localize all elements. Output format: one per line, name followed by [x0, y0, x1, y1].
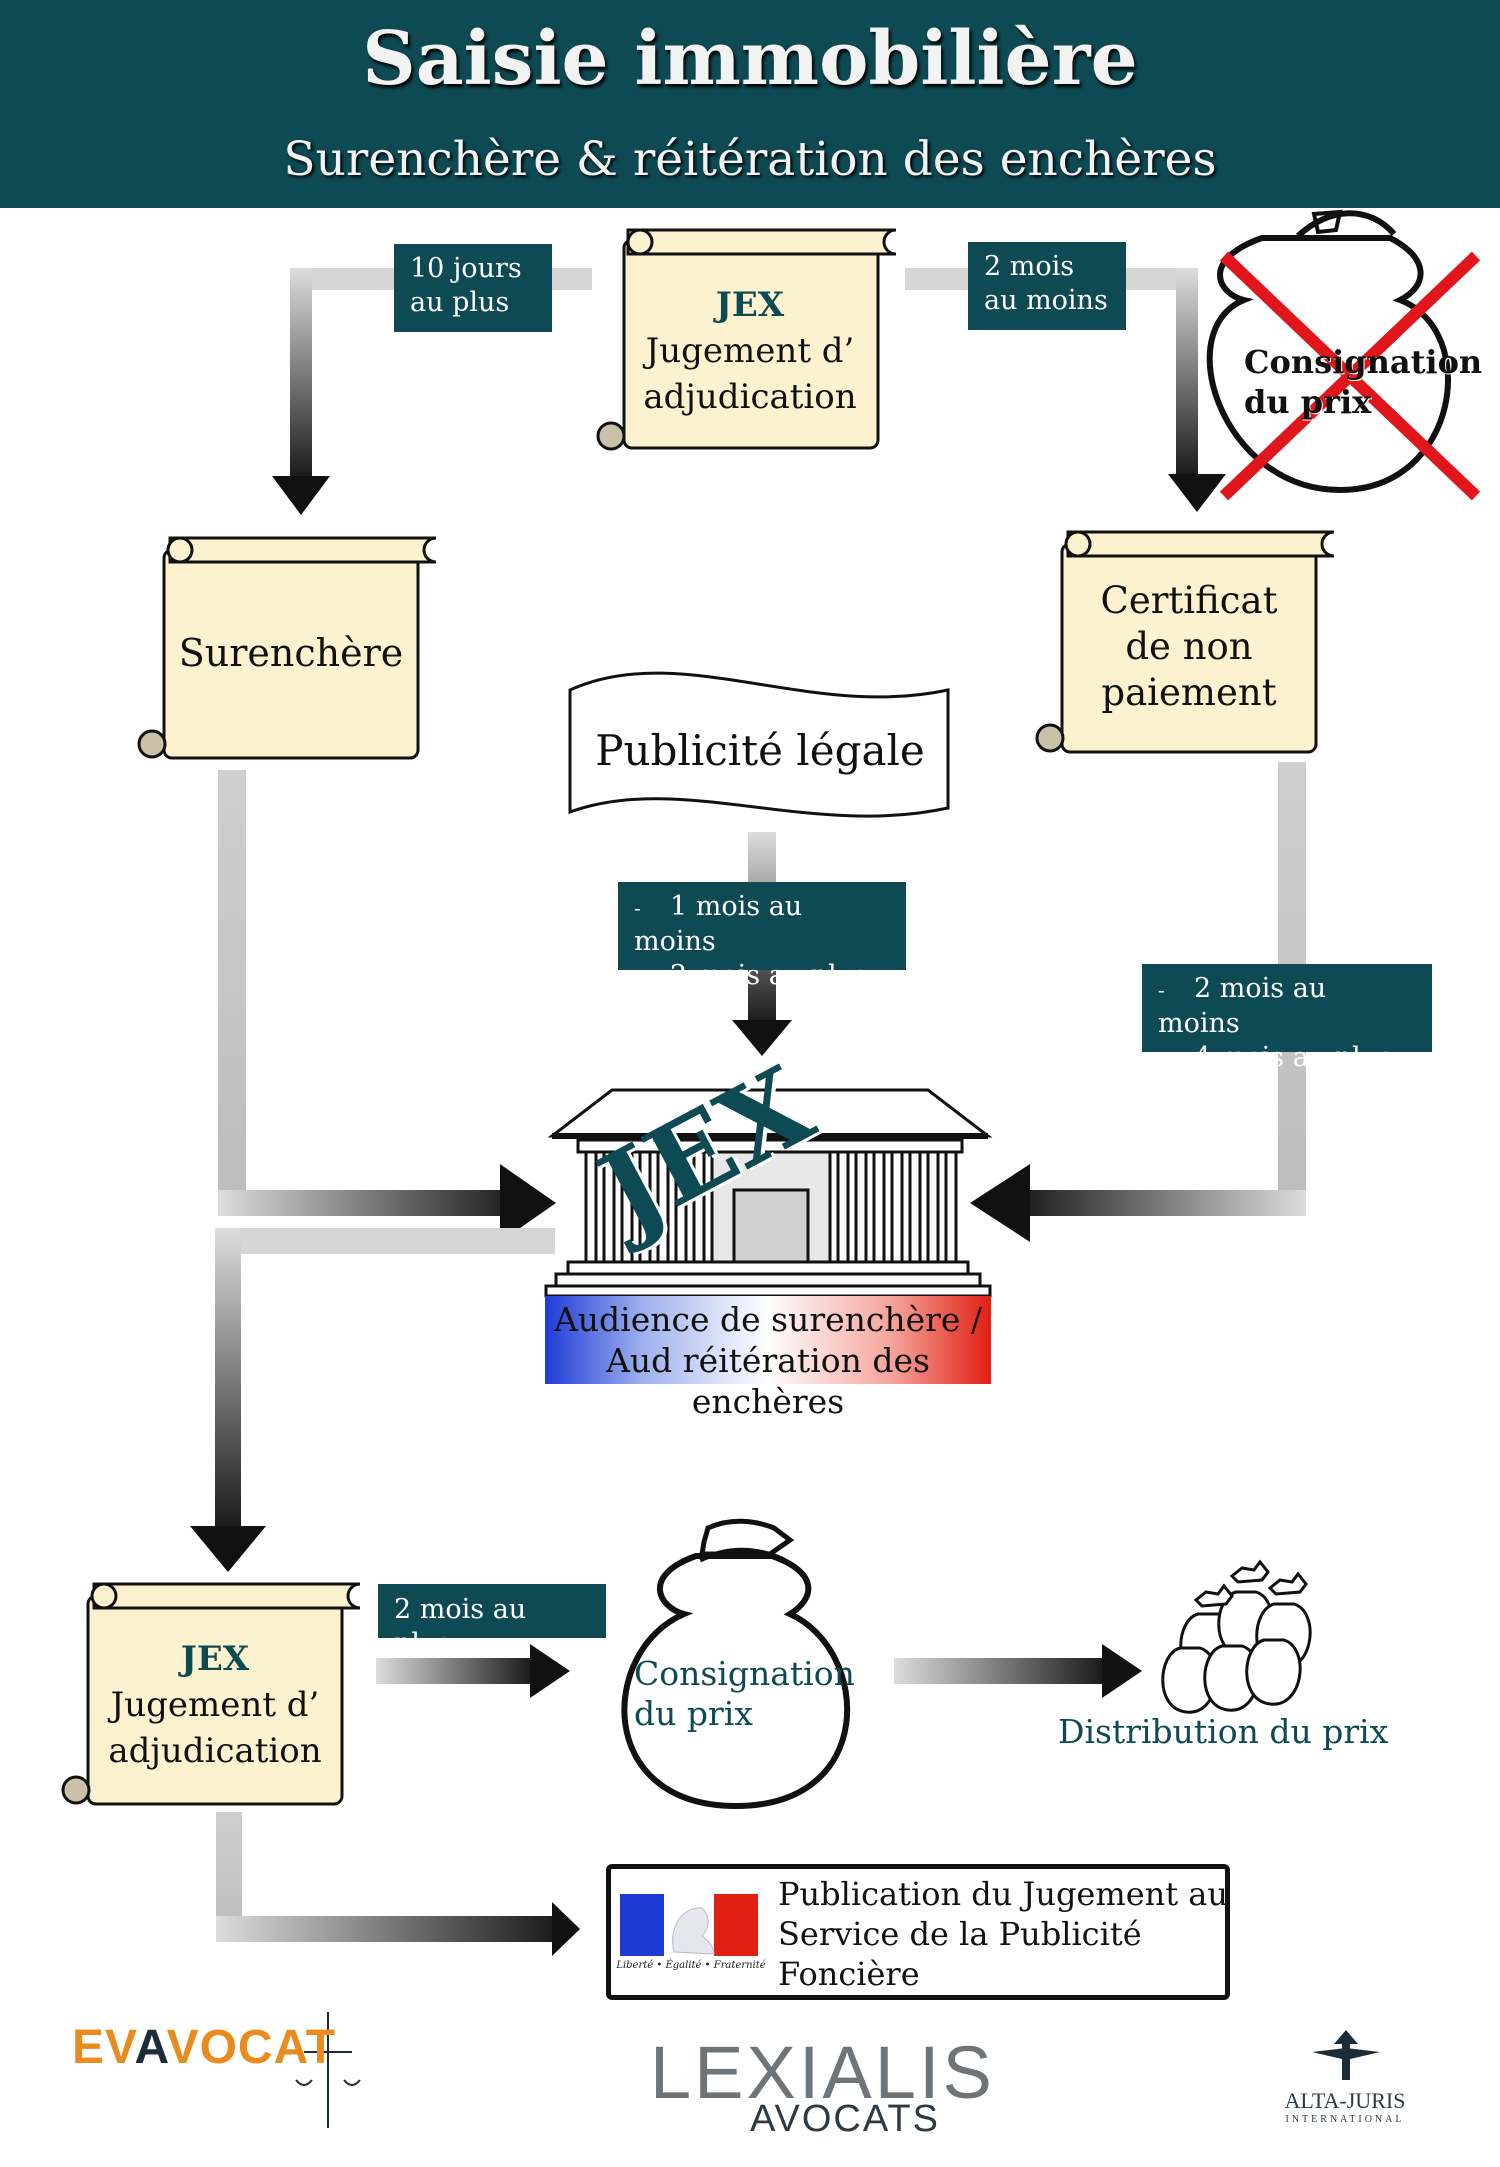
- timing-publicite-max: 2 mois au plus: [634, 959, 890, 994]
- publication-text: Publication du Jugement au Service de la…: [778, 1874, 1228, 1994]
- money-bag-icon: [621, 1518, 851, 1810]
- audience-line2: Aud réitération des enchères: [606, 1341, 930, 1421]
- certificat-line2: de non: [1125, 625, 1253, 668]
- scroll-certificat: [1035, 530, 1335, 754]
- timing-consignation-box: 2 mois au plus: [378, 1584, 606, 1659]
- publication-line2: Service de la Publicité: [778, 1915, 1142, 1953]
- alta-juris-main: ALTA-JURIS: [1284, 2088, 1406, 2113]
- page-subtitle: Surenchère & réitération des enchères: [283, 132, 1217, 187]
- eva-logo-a: A: [134, 2021, 167, 2074]
- jex-top-text: JEX Jugement d’ adjudication: [626, 282, 874, 420]
- jex-bottom-line1: Jugement d’: [110, 1685, 320, 1725]
- surenchere-text: Surenchère: [178, 631, 404, 675]
- scroll-surenchere: [137, 536, 437, 760]
- crossed-consignation-text: Consignation du prix: [1244, 342, 1482, 422]
- scroll-jex-top: [596, 228, 897, 451]
- timing-10-jours-line2: au plus: [410, 287, 510, 318]
- lexialis-logo: LEXIALIS: [650, 2031, 995, 2114]
- timing-10-jours-box: 10 jours au plus: [394, 244, 552, 332]
- alta-juris-sub: INTERNATIONAL: [1285, 2114, 1405, 2125]
- audience-label: Audience de surenchère / Aud réitération…: [545, 1296, 991, 1421]
- publication-line1: Publication du Jugement au: [778, 1875, 1228, 1913]
- timing-publicite-box: 1 mois au moins 2 mois au plus: [618, 882, 906, 991]
- courthouse-icon: [544, 1088, 993, 1298]
- publicite-text: Publicité légale: [595, 726, 925, 775]
- timing-certificat-box: 2 mois au moins 4 mois au plus: [1142, 964, 1432, 1073]
- certificat-text: Certificat de non paiement: [1066, 578, 1312, 716]
- alta-juris-logo: ALTA-JURIS INTERNATIONAL: [1270, 2088, 1420, 2125]
- certificat-line1: Certificat: [1100, 579, 1278, 622]
- jex-top-line2: adjudication: [643, 377, 857, 417]
- jex-bottom-line2: adjudication: [108, 1731, 322, 1771]
- distribution-bags-icon: [1161, 1559, 1312, 1714]
- publicite-banner: [568, 671, 950, 818]
- distribution-text: Distribution du prix: [1058, 1712, 1389, 1751]
- eva-logo-vocat: VOCAT: [166, 2021, 337, 2074]
- marianne-logo: Liberté • Égalité • Fraternité: [616, 1888, 766, 1984]
- eva-logo-scales-icon: [295, 2012, 361, 2128]
- timing-consignation-text: 2 mois au plus: [394, 1594, 527, 1659]
- jex-top-line1: Jugement d’: [645, 331, 855, 371]
- timing-10-jours-line1: 10 jours: [410, 253, 522, 284]
- scroll-jex-bottom: [61, 1582, 361, 1806]
- alta-juris-emblem-icon: [1312, 2030, 1380, 2080]
- arrow-jex-to-publication: [216, 1812, 580, 1956]
- timing-2-mois-line1: 2 mois: [984, 251, 1075, 282]
- jex-bottom-text: JEX Jugement d’ adjudication: [92, 1636, 338, 1774]
- lexialis-logo-sub: AVOCATS: [750, 2098, 940, 2140]
- timing-2-mois-box: 2 mois au moins: [968, 242, 1126, 330]
- audience-line1: Audience de surenchère /: [553, 1300, 983, 1339]
- marianne-flag-icon: [620, 1894, 758, 1956]
- consignation-text: Consignation du prix: [634, 1654, 855, 1734]
- publication-line3: Foncière: [778, 1955, 920, 1993]
- consignation-line1: Consignation: [634, 1654, 855, 1693]
- eva-logo-ev: EV: [72, 2021, 135, 2074]
- consignation-line2: du prix: [634, 1694, 753, 1733]
- jex-bottom-label: JEX: [180, 1639, 250, 1679]
- certificat-line3: paiement: [1101, 671, 1277, 714]
- eva-avocat-logo: EVAVOCAT: [72, 2020, 336, 2075]
- crossed-money-bag-icon: [1206, 209, 1481, 501]
- timing-certificat-min: 2 mois au moins: [1158, 972, 1416, 1041]
- arrow-surenchere-to-court: [218, 770, 556, 1242]
- page-title: Saisie immobilière: [362, 16, 1138, 102]
- marianne-caption: Liberté • Égalité • Fraternité: [616, 1960, 766, 1971]
- timing-certificat-max: 4 mois au plus: [1158, 1041, 1416, 1076]
- timing-publicite-min: 1 mois au moins: [634, 890, 890, 959]
- arrow-court-to-jex-bottom: [190, 1228, 555, 1572]
- publication-box: [606, 1864, 1230, 2000]
- arrow-jex-to-consignation: [376, 1644, 570, 1698]
- timing-2-mois-line2: au moins: [984, 285, 1108, 316]
- crossed-consignation-line2: du prix: [1244, 383, 1372, 421]
- arrow-consignation-to-distribution: [894, 1644, 1142, 1698]
- crossed-consignation-line1: Consignation: [1244, 343, 1483, 381]
- header-banner: Saisie immobilière Surenchère & réitérat…: [0, 0, 1500, 208]
- jex-top-label: JEX: [715, 285, 785, 325]
